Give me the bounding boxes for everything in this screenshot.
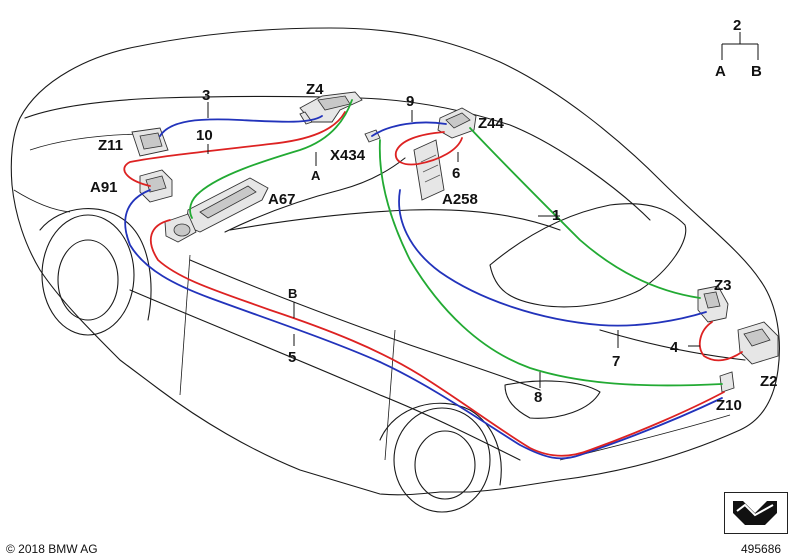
arrow-icon	[733, 501, 777, 525]
wire-9-blue	[371, 121, 447, 137]
wire-3-blue	[159, 115, 323, 137]
car-rear-window	[489, 203, 687, 308]
car-front-wheel-arch	[39, 208, 152, 321]
a67-component	[164, 177, 269, 243]
callout-9: 9	[406, 93, 414, 110]
car-outline	[10, 27, 780, 496]
legend-root-label: 2	[733, 17, 741, 34]
wire-5-blue	[124, 189, 723, 460]
wire-8-green	[378, 139, 723, 387]
car-a-pillar	[224, 157, 406, 233]
car-tail-lamp	[504, 380, 601, 419]
callout-branch-b: B	[288, 286, 297, 301]
legend-b-label: B	[751, 63, 762, 80]
callout-6: 6	[452, 165, 460, 182]
car-hood-line	[29, 133, 141, 151]
callout-z11: Z11	[98, 137, 123, 154]
z44-component	[437, 107, 477, 139]
callout-z4: Z4	[306, 81, 324, 98]
z11-component	[131, 127, 169, 157]
callout-3: 3	[202, 87, 210, 104]
callout-branch-a: A	[311, 168, 321, 183]
callout-7: 7	[612, 353, 620, 370]
callout-1: 1	[552, 207, 560, 224]
wire-6-red	[394, 131, 463, 166]
callout-z3: Z3	[714, 277, 732, 294]
diagram-number: 495686	[741, 542, 782, 556]
wiring	[123, 99, 743, 460]
z2-component	[737, 321, 779, 365]
car-roof-line	[24, 95, 361, 119]
car-rear-wheel-arch	[379, 402, 502, 486]
wire-10-red	[123, 111, 346, 187]
wire-b-red	[149, 219, 725, 457]
wire-1-green	[469, 127, 701, 299]
car-body	[10, 27, 780, 513]
copyright-text: © 2018 BMW AG	[6, 542, 98, 556]
callout-x434: X434	[330, 147, 366, 164]
wire-4-red	[698, 321, 743, 362]
callout-z10: Z10	[716, 397, 742, 414]
car-side-sill	[129, 289, 521, 461]
car-door-line-rear	[384, 329, 396, 461]
callout-a258: A258	[442, 191, 478, 208]
callout-4: 4	[670, 339, 679, 356]
callout-a91: A91	[90, 179, 118, 196]
car-cabin-line	[229, 209, 561, 231]
a258-component	[413, 139, 445, 201]
car-side-crease	[189, 259, 541, 391]
callout-z2: Z2	[760, 373, 778, 390]
car-front-wheel-hub	[57, 239, 119, 321]
z10-component	[719, 371, 735, 393]
components	[131, 91, 779, 393]
wire-7-blue	[398, 189, 707, 327]
car-rear-wheel	[393, 407, 491, 513]
callout-z44: Z44	[478, 115, 505, 132]
labels: 2 A B 3 Z11 10 Z4 A91 A67 X434 A 9 Z44 6…	[90, 17, 778, 414]
wire-a-green	[189, 99, 353, 219]
nav-arrow-icon[interactable]	[724, 492, 788, 534]
a91-component	[139, 169, 173, 203]
callout-8: 8	[534, 389, 542, 406]
callout-10: 10	[196, 127, 213, 144]
car-windshield-base	[359, 97, 651, 221]
legend-a-label: A	[715, 63, 726, 80]
callout-5: 5	[288, 349, 296, 366]
car-front-wheel	[41, 214, 135, 336]
callout-a67: A67	[268, 191, 296, 208]
car-rear-wheel-hub	[414, 430, 476, 500]
car-front-bumper	[13, 189, 71, 213]
leader-lines	[207, 32, 759, 388]
